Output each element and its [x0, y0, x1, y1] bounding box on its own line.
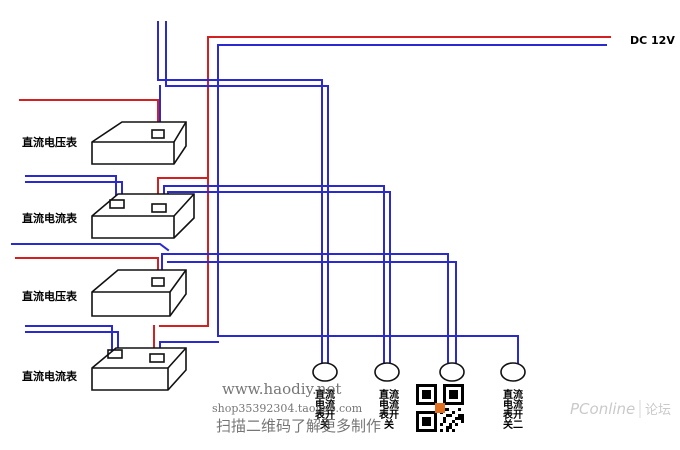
- switch-3: [439, 362, 465, 382]
- main-red-wire: [159, 36, 611, 327]
- meter-label-2: 直流电流表: [22, 211, 78, 225]
- meter-label-3: 直流电压表: [22, 289, 78, 303]
- m2-blue-in-b: [25, 181, 123, 205]
- main-blue-wire: [217, 44, 607, 366]
- switches: [312, 362, 526, 382]
- meter-box-3: [91, 269, 187, 317]
- m4-blue-in-b: [25, 331, 119, 355]
- m3-blue-in: [11, 243, 170, 252]
- power-label: DC 12V: [630, 34, 675, 47]
- meter-label-4: 直流电流表: [22, 369, 78, 383]
- m4-blue-in-a: [25, 325, 113, 355]
- brand-forum-text: 论坛: [645, 403, 671, 418]
- watermark-scan-text: 扫描二维码了解更多制作: [216, 417, 381, 435]
- m1-blue-top: [157, 21, 323, 366]
- meter-box-1: [91, 121, 187, 165]
- m2-blue-in-a: [25, 175, 117, 205]
- watermark: www.haodiy.net shop35392304.taobao.com 扫…: [212, 380, 381, 435]
- m3-blue-out-b: [167, 261, 457, 366]
- brand-logo: PConline 论坛: [570, 400, 671, 418]
- m1-red-in: [19, 99, 159, 131]
- switch-label-2: 直流电流表开关: [378, 388, 399, 431]
- switch-label-4: 直流电流表开关二: [502, 388, 523, 431]
- switch-4: [500, 362, 526, 382]
- meter-box-2: [91, 193, 195, 239]
- watermark-shop: shop35392304.taobao.com: [212, 402, 363, 415]
- meter-box-4: [91, 347, 187, 391]
- brand-logo-text: PConline: [570, 400, 635, 418]
- m2-blue-out-b: [167, 191, 391, 366]
- switch-2: [374, 362, 400, 382]
- qr-code: [416, 384, 464, 432]
- m3-blue-out-a: [161, 253, 449, 366]
- watermark-url: www.haodiy.net: [222, 380, 341, 398]
- m2-blue-out-a: [163, 185, 385, 366]
- switch-1: [312, 362, 338, 382]
- switch-label-1: 直流电流表开关: [314, 388, 335, 431]
- m1-blue-top-2: [165, 21, 329, 366]
- meter-label-1: 直流电压表: [22, 135, 78, 149]
